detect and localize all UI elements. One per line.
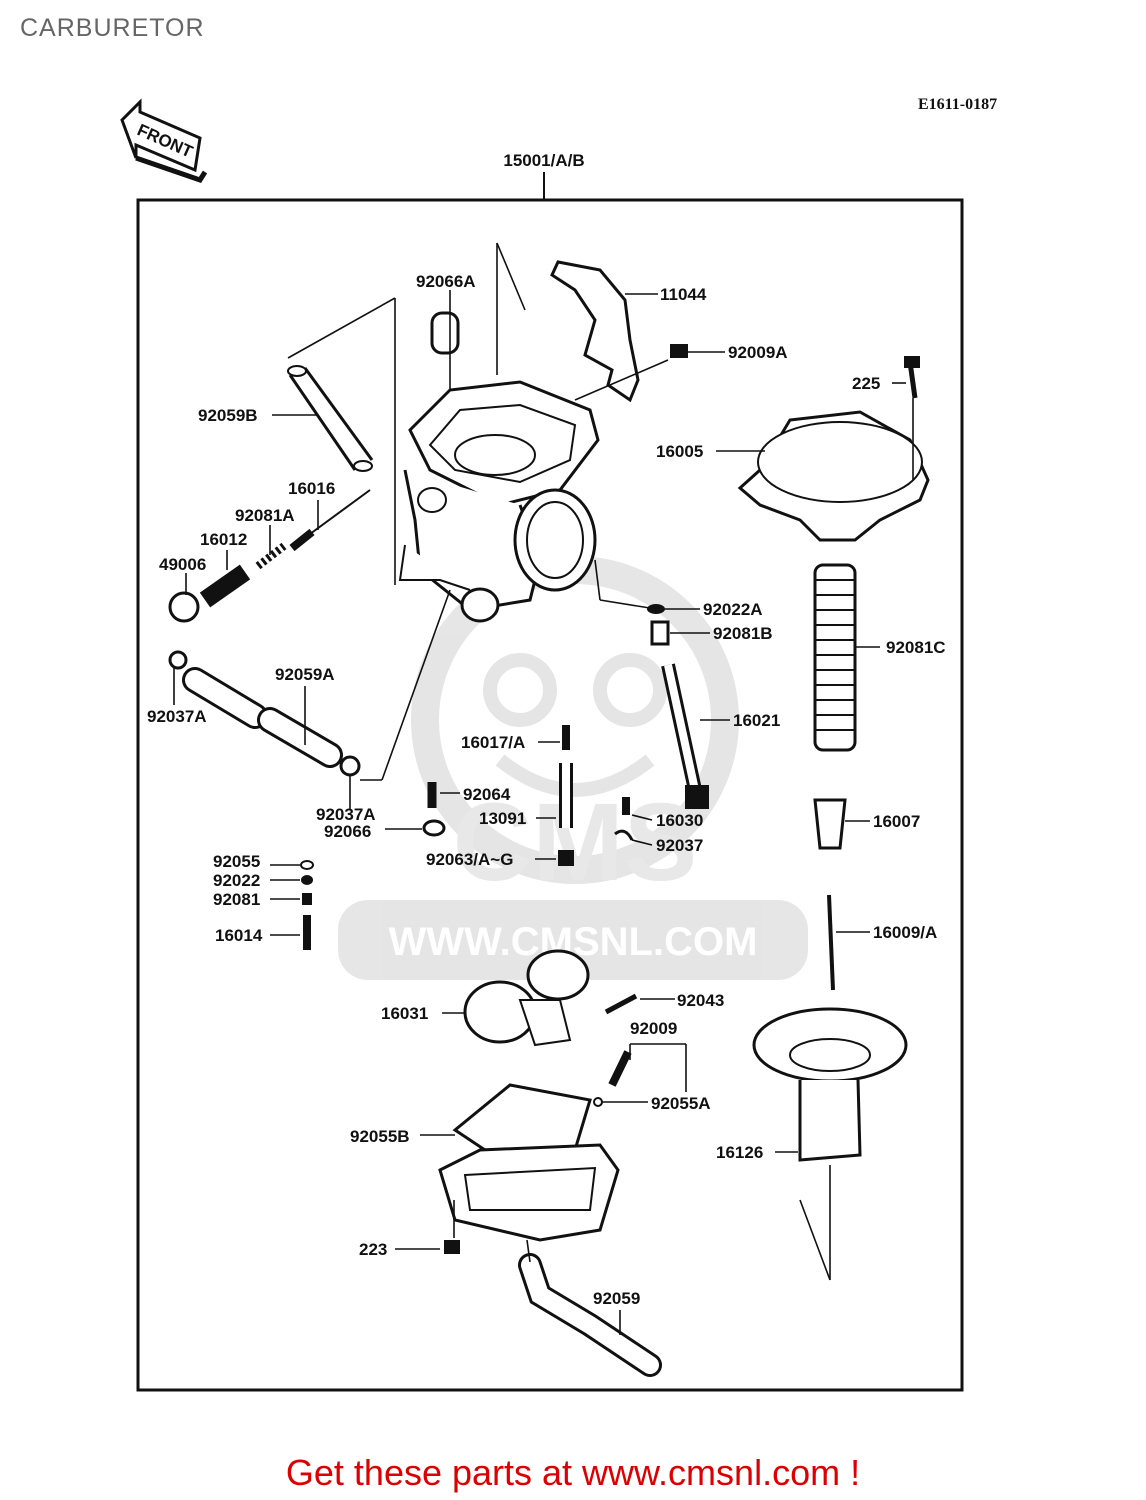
watermark: CMS WWW.CMSNL.COM (338, 556, 808, 980)
part-label: 92081C (886, 638, 946, 657)
part-label: 92009 (630, 1019, 677, 1038)
part-label: 92055A (651, 1094, 711, 1113)
part-label: 92055B (350, 1127, 410, 1146)
leader-lines (173, 242, 914, 1335)
part-label: 16126 (716, 1143, 763, 1162)
part-label: 16030 (656, 811, 703, 830)
part-label: 92059B (198, 406, 258, 425)
page-title: CARBURETOR (20, 14, 205, 42)
part-label: 92055 (213, 852, 260, 871)
part-label: 11044 (660, 285, 707, 304)
part-label: 16014 (215, 926, 263, 945)
part-label: 92081 (213, 890, 260, 909)
part-label: 16009/A (873, 923, 937, 942)
part-label: 92022 (213, 871, 260, 890)
part-label: 225 (852, 374, 880, 393)
carburetor-body (398, 380, 600, 623)
footer-link[interactable]: Get these parts at www.cmsnl.com ! (285, 1452, 861, 1493)
spring-92081C (813, 563, 857, 752)
part-label: 92059 (593, 1289, 640, 1308)
part-label: 16012 (200, 530, 247, 549)
float-bowl (438, 1143, 620, 1242)
front-arrow-icon: FRONT (120, 98, 208, 184)
part-label: 92059A (275, 665, 335, 684)
part-label: 92037A (147, 707, 207, 726)
part-label: 92081A (235, 506, 295, 525)
part-label: 92043 (677, 991, 724, 1010)
watermark-brand: CMS (453, 781, 697, 904)
part-label: 92009A (728, 343, 788, 362)
part-label: 49006 (159, 555, 206, 574)
part-label: 16017/A (461, 733, 525, 752)
part-label: 16021 (733, 711, 780, 730)
part-label: 223 (359, 1240, 387, 1259)
part-label: 92037 (656, 836, 703, 855)
assembly-label: 15001/A/B (503, 151, 584, 170)
part-label: 16031 (381, 1004, 428, 1023)
part-label: 13091 (479, 809, 526, 828)
part-label: 16005 (656, 442, 703, 461)
part-label: 92037A (316, 805, 376, 824)
float-16031 (463, 949, 590, 1047)
part-label: 92022A (703, 600, 763, 619)
top-cover-16005 (737, 410, 930, 542)
slide-16126 (752, 1007, 908, 1162)
part-label: 16007 (873, 812, 920, 831)
part-label: 92063/A~G (426, 850, 513, 869)
assembly-frame (136, 198, 964, 1392)
part-label: 16016 (288, 479, 335, 498)
part-labels: 92066A 11044 92009A 225 92059B 16005 160… (147, 272, 946, 1308)
drawing-code: E1611-0187 (918, 96, 997, 113)
part-label: 92081B (713, 624, 773, 643)
part-label: 92064 (463, 785, 511, 804)
part-label: 92066 (324, 822, 371, 841)
part-label: 92066A (416, 272, 476, 291)
